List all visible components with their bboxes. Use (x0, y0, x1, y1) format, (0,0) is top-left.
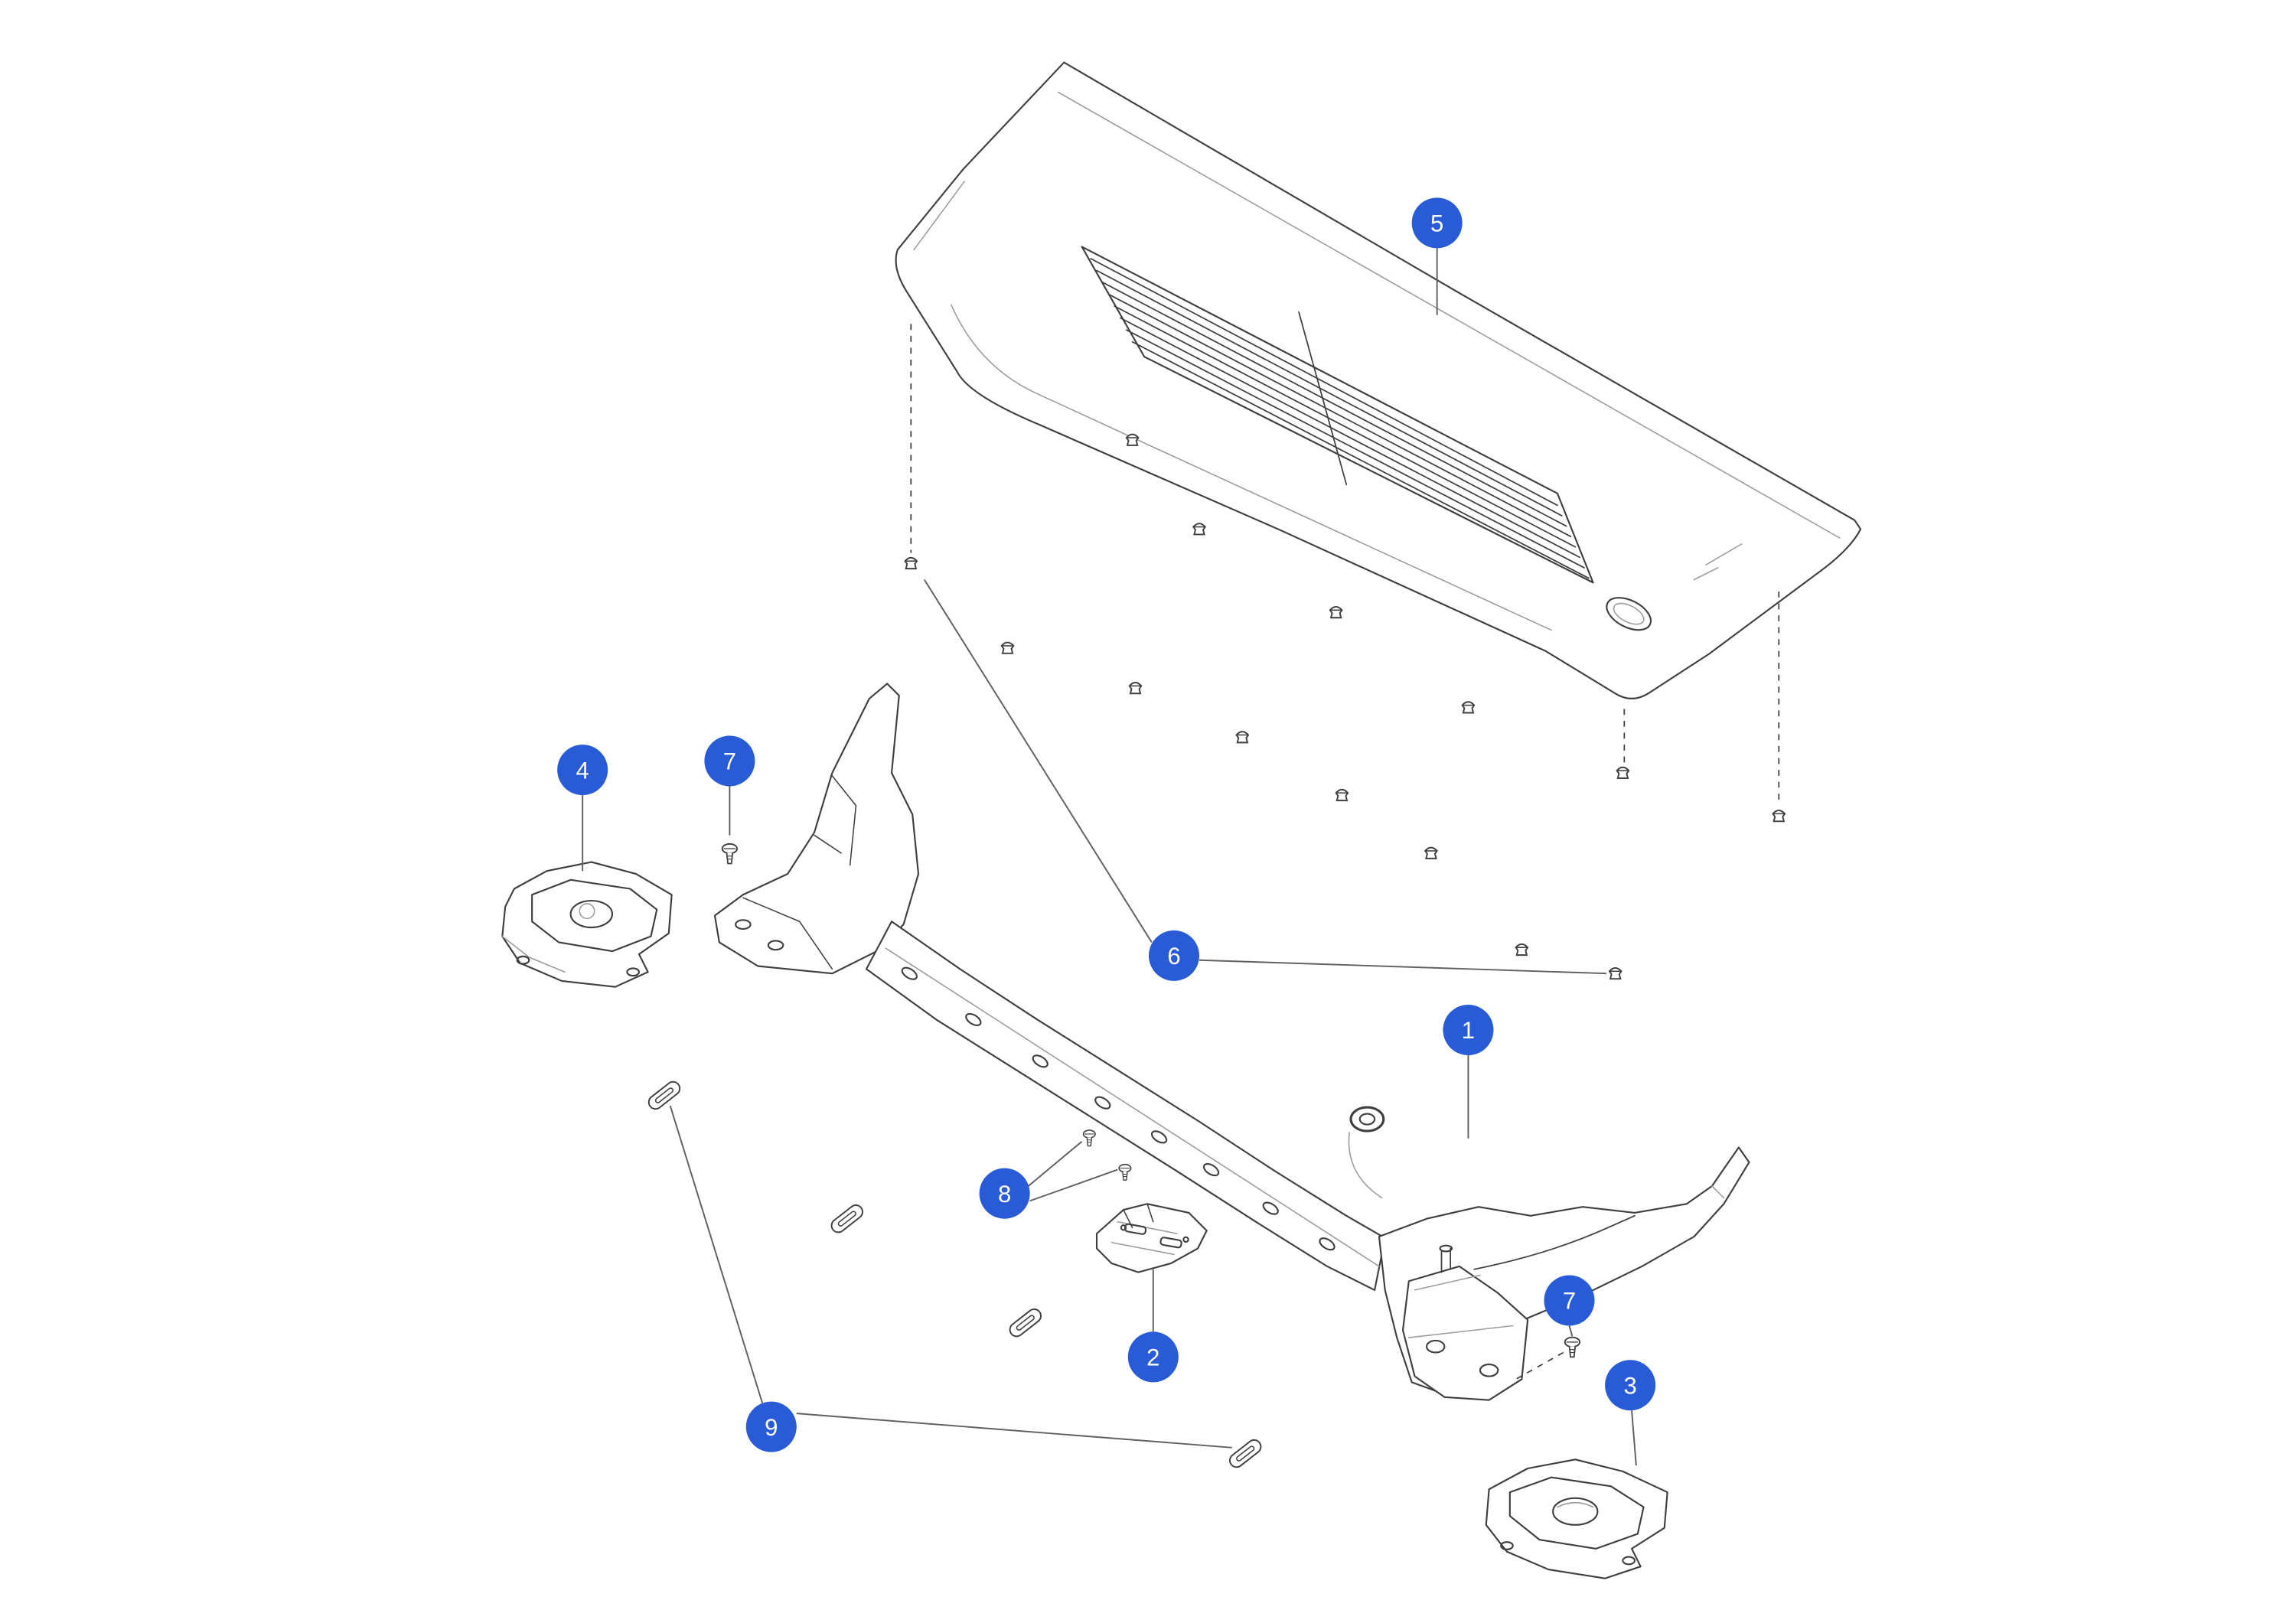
cowl-left-bracket-drawing (713, 683, 920, 975)
callout-label: 9 (765, 1414, 778, 1441)
oval-clip-icon (1228, 1439, 1262, 1468)
push-pin-icon (1125, 433, 1140, 446)
right-mount-bracket-drawing (1485, 1458, 1668, 1579)
push-pin-icon (904, 556, 918, 570)
oval-clip-icon (647, 1080, 681, 1110)
push-pin-icon (1335, 788, 1349, 802)
screw-icon (721, 842, 739, 865)
push-pin-icon (1424, 846, 1438, 859)
small-screw-icon (1082, 1129, 1096, 1147)
callout-label: 3 (1623, 1372, 1636, 1399)
assembly-dashed-line (1515, 1351, 1564, 1380)
callout-7[interactable]: 7 (704, 735, 755, 787)
screw-icon (1564, 1336, 1581, 1358)
clamp-bracket-drawing (1095, 1203, 1208, 1273)
callout-8[interactable]: 8 (979, 1168, 1030, 1219)
callout-label: 7 (1563, 1288, 1576, 1315)
callout-label: 1 (1462, 1017, 1475, 1044)
callout-label: 5 (1430, 210, 1443, 237)
callout-label: 8 (998, 1181, 1011, 1207)
push-pin-icon (1192, 523, 1206, 536)
callout-3[interactable]: 3 (1605, 1360, 1656, 1411)
cowl-rail-drawing (865, 921, 1386, 1291)
callout-leader-line (1028, 1140, 1083, 1187)
push-pin-icon (1329, 605, 1343, 619)
push-pin-icon (1772, 810, 1786, 823)
callout-7[interactable]: 7 (1544, 1275, 1595, 1326)
oval-clip-icon (1009, 1308, 1042, 1338)
callout-leader-line (1631, 1410, 1637, 1466)
callout-1[interactable]: 1 (1443, 1005, 1494, 1056)
callout-9[interactable]: 9 (745, 1401, 797, 1452)
push-pin-icon (1235, 731, 1250, 744)
push-pin-icon (1515, 943, 1529, 957)
push-pin-icon (1128, 682, 1143, 695)
oval-clip-icon (830, 1204, 863, 1234)
push-pin-icon (1608, 966, 1623, 980)
callout-4[interactable]: 4 (557, 745, 608, 796)
callout-leader-line (1029, 1168, 1118, 1202)
callout-leader-line (1199, 959, 1607, 975)
callout-label: 7 (723, 748, 736, 775)
callout-label: 2 (1146, 1344, 1159, 1371)
callout-leader-line (669, 1105, 764, 1403)
callout-leader-line (923, 578, 1153, 943)
cowl-right-panel-drawing (1378, 1146, 1750, 1401)
push-pin-icon (1461, 701, 1476, 714)
push-pin-icon (1000, 641, 1015, 654)
push-pin-icon (1616, 766, 1630, 779)
callout-6[interactable]: 6 (1148, 930, 1199, 981)
cowl-vent-panel-drawing (895, 61, 1862, 699)
callout-leader-line (796, 1413, 1232, 1449)
small-screw-icon (1118, 1163, 1132, 1181)
left-mount-bracket-drawing (501, 861, 673, 988)
callout-label: 6 (1167, 943, 1180, 970)
callout-2[interactable]: 2 (1127, 1331, 1179, 1383)
callout-leader-line (1568, 1325, 1574, 1337)
callout-label: 4 (576, 757, 589, 784)
callout-5[interactable]: 5 (1411, 197, 1463, 249)
